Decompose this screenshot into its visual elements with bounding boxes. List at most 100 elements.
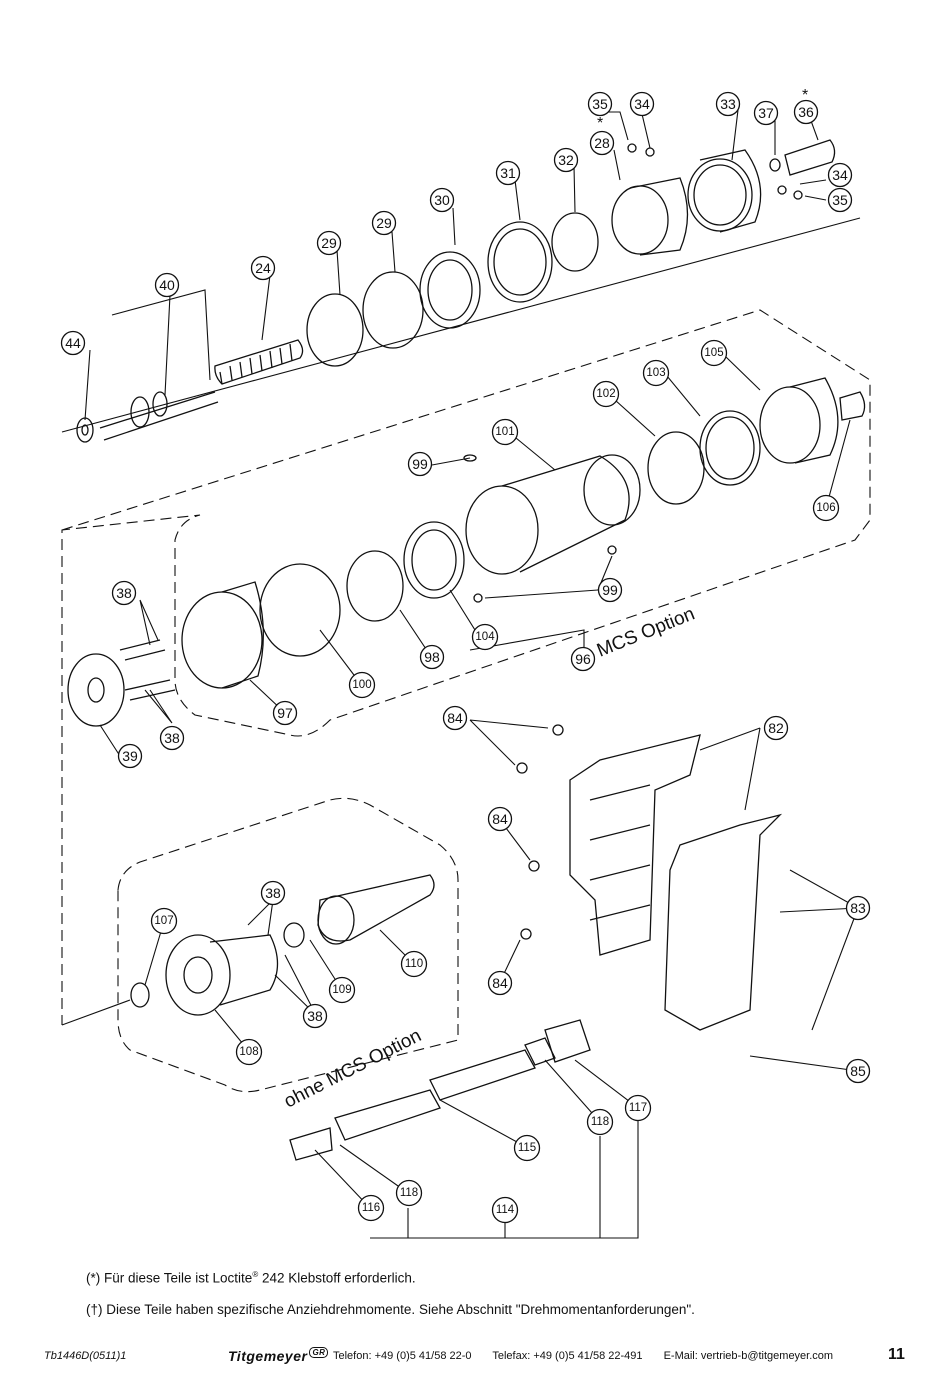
- part-callout-102: 102: [592, 380, 620, 408]
- callout-number: 28: [594, 135, 610, 151]
- callout-circle: [812, 494, 840, 522]
- callout-number: 106: [816, 502, 835, 514]
- part-callout-84: 84: [487, 806, 513, 832]
- part-callout-34: 34: [629, 91, 655, 117]
- part-callout-107: 107: [150, 907, 178, 935]
- callout-circle: [471, 623, 499, 651]
- callout-circle: [117, 743, 143, 769]
- callout-number: 96: [575, 651, 591, 667]
- callout-circle: [624, 1094, 652, 1122]
- callout-circle: [491, 1196, 519, 1224]
- part-callout-101: 101: [491, 418, 519, 446]
- callout-number: 84: [492, 975, 508, 991]
- part-callout-105: 105: [700, 339, 728, 367]
- callout-number: 82: [768, 720, 784, 736]
- callout-circle: [753, 100, 779, 126]
- callout-circle: [597, 577, 623, 603]
- part-callout-118: 118: [395, 1179, 423, 1207]
- callout-number: 30: [434, 192, 450, 208]
- callout-number: 117: [629, 1102, 647, 1114]
- callout-number: 97: [277, 705, 293, 721]
- callout-number: 83: [850, 900, 866, 916]
- callout-circle: [763, 715, 789, 741]
- part-callout-117: 117: [624, 1094, 652, 1122]
- callout-number: 101: [495, 426, 514, 438]
- left-flange-parts: [67, 639, 176, 727]
- callout-circle: [260, 880, 286, 906]
- part-callout-31: 31: [495, 160, 521, 186]
- part-callout-103: 103: [642, 359, 670, 387]
- brand-mark: GR: [309, 1347, 329, 1359]
- registered-mark: ®: [252, 1270, 259, 1279]
- callout-circle: [586, 1108, 614, 1136]
- callout-circle: [629, 91, 655, 117]
- lower-axis-line: [61, 999, 131, 1026]
- part-callout-83: 83: [845, 895, 871, 921]
- part-callout-99: 99: [407, 451, 433, 477]
- callout-number: 85: [850, 1063, 866, 1079]
- callout-number: 38: [307, 1008, 323, 1024]
- document-code: Tb1446D(0511)1: [44, 1350, 127, 1362]
- part-callout-82: 82: [763, 715, 789, 741]
- brand-name: Titgemeyer: [228, 1348, 308, 1364]
- callout-number: 34: [832, 167, 848, 183]
- part-callout-38: 38: [302, 1003, 328, 1029]
- part-callout-38: 38: [159, 725, 185, 751]
- callout-circle: [491, 418, 519, 446]
- callout-number: 107: [154, 915, 173, 927]
- loctite-note: (*) Für diese Teile ist Loctite® 242 Kle…: [86, 1270, 416, 1286]
- part-callout-96: 96: [570, 646, 596, 672]
- callout-circle: [159, 725, 185, 751]
- callout-circle: [348, 671, 376, 699]
- callout-number: 114: [496, 1204, 515, 1216]
- footer-email: E-Mail: vertrieb-b@titgemeyer.com: [663, 1350, 834, 1362]
- part-callout-84: 84: [442, 705, 468, 731]
- callout-number: 99: [602, 582, 618, 598]
- callout-circle: [495, 160, 521, 186]
- part-callout-106: 106: [812, 494, 840, 522]
- mcs-parts: [181, 377, 866, 689]
- callout-circle: [827, 162, 853, 188]
- ohne-mcs-option-outline: [117, 797, 459, 1093]
- callout-circle: [371, 210, 397, 236]
- bracket-parts: [516, 724, 783, 1031]
- part-callout-115: 115: [513, 1134, 541, 1162]
- mcs-option-outline: [61, 309, 871, 1025]
- callout-number: 99: [412, 456, 428, 472]
- callout-circle: [357, 1194, 385, 1222]
- part-callout-28: 28: [589, 130, 615, 156]
- part-callout-30: 30: [429, 187, 455, 213]
- part-callout-24: 24: [250, 255, 276, 281]
- callout-circle: [487, 806, 513, 832]
- callout-circle: [642, 359, 670, 387]
- callout-circle: [400, 950, 428, 978]
- page-number: 11: [888, 1346, 905, 1363]
- callout-number: 32: [558, 152, 574, 168]
- callout-circle: [487, 970, 513, 996]
- callout-circle: [513, 1134, 541, 1162]
- part-callout-33: 33: [715, 91, 741, 117]
- part-callout-104: 104: [471, 623, 499, 651]
- callout-circle: [60, 330, 86, 356]
- part-callout-99: 99: [597, 577, 623, 603]
- callout-circle: [793, 99, 819, 125]
- callout-circle: [587, 91, 613, 117]
- part-callout-44: 44: [60, 330, 86, 356]
- callout-circle: [442, 705, 468, 731]
- callout-number: 40: [159, 277, 175, 293]
- callout-number: 37: [758, 105, 774, 121]
- part-callout-100: 100: [348, 671, 376, 699]
- callout-number: 118: [400, 1187, 418, 1199]
- part-callout-40: 40: [154, 272, 180, 298]
- contact-info: Telefon: +49 (0)5 41/58 22-0 Telefax: +4…: [333, 1350, 851, 1362]
- part-callout-38: 38: [111, 580, 137, 606]
- callout-circle: [827, 187, 853, 213]
- callout-circle: [328, 976, 356, 1004]
- callout-circle: [302, 1003, 328, 1029]
- callout-circle: [845, 1058, 871, 1084]
- callout-number: 115: [518, 1142, 536, 1154]
- loctite-note-rest: 242 Klebstoff erforderlich.: [258, 1270, 416, 1286]
- part-callout-85: 85: [845, 1058, 871, 1084]
- torque-note: (†) Diese Teile haben spezifische Anzieh…: [86, 1302, 695, 1317]
